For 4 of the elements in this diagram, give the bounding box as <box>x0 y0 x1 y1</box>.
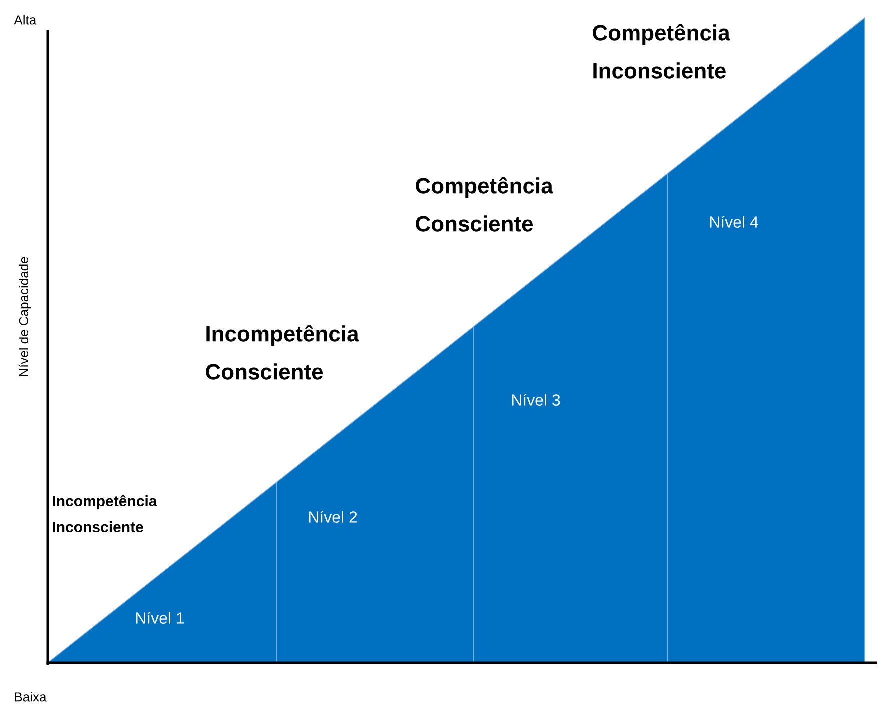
axis-label: Nível de Capacidade <box>18 257 32 376</box>
axis-label: Baixa <box>15 692 47 702</box>
level-title: Incompetência Inconsciente <box>53 495 158 533</box>
axis-label: Alta <box>14 15 37 25</box>
